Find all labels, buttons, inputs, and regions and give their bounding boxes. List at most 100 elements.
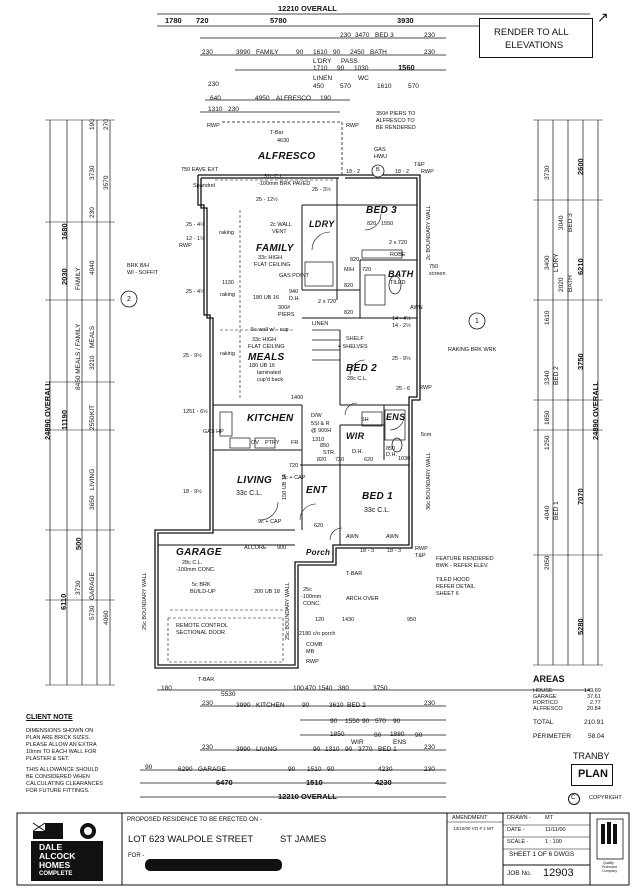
ann-tiled-hood: TILED HOOD xyxy=(436,577,470,583)
ann-arch-over: ARCH OVER xyxy=(346,596,379,602)
ann-awn-c: AWN xyxy=(410,305,423,311)
ann-linen: LINEN xyxy=(312,321,329,327)
left-dim-k: 3650 xyxy=(89,495,96,510)
ann-raking-1: raking xyxy=(219,230,234,236)
client-note-line-5: PLASTER & SET. xyxy=(26,756,70,762)
top-dim-r2-a: 230 xyxy=(340,32,351,39)
client-note-line-7: THIS ALLOWANCE SHOULD xyxy=(26,767,99,773)
left-dim-l: LIVING xyxy=(89,468,96,490)
right-dim-n: BED 1 xyxy=(553,501,560,520)
bottom-dim-r7-d: 90 xyxy=(288,766,296,773)
bottom-dim-r5-f: 90 xyxy=(415,732,423,739)
area-perimeter-label: PERIMETER xyxy=(533,733,571,740)
bottom-dim-r5-d: 1880 xyxy=(390,731,405,738)
right-dim-o: 2050 xyxy=(544,555,551,570)
bottom-dim-r6-g: 3770 xyxy=(358,746,373,753)
right-dim-k: 1850 xyxy=(544,410,551,425)
bottom-dim-r7-c: GARAGE xyxy=(198,766,226,773)
ann-180ub-1: 180 UB 16 xyxy=(253,295,279,301)
for-label: FOR - xyxy=(128,853,145,859)
ann-cupd-back: cup'd back xyxy=(257,377,284,383)
left-dim-p: 4060 xyxy=(103,610,110,625)
room-label-garage: GARAGE xyxy=(176,547,222,558)
ann-robe: ROBE xyxy=(390,252,406,258)
top-dim-r3-e: 1610 xyxy=(313,49,328,56)
top-dim-r7-d: 190 xyxy=(320,95,331,102)
top-dim-r2-c: BED 3 xyxy=(375,32,394,39)
company-name-2: ALCOCK xyxy=(39,851,76,861)
right-dim-g: BATH xyxy=(567,275,574,292)
ann-180ub-2: 180 UB 16 xyxy=(249,363,275,369)
area-perimeter-value: 58.04 xyxy=(588,733,605,740)
ann-18-9: 18 - 9½ xyxy=(183,489,202,495)
ann-620-b: 620 xyxy=(314,523,324,529)
top-dim-r3-i: 230 xyxy=(424,49,435,56)
ann-rwp-7: RWP xyxy=(306,659,319,665)
top-dim-r3-a: 230 xyxy=(202,49,213,56)
ann-dh-1: D.H. xyxy=(289,296,300,302)
ann-ptry: PTRY xyxy=(265,440,280,446)
ann-750: 750 xyxy=(429,264,439,270)
ann-820-b: 820 xyxy=(350,257,360,263)
family-ceiling-1: 33c HIGH xyxy=(258,255,283,261)
client-note-line-2: PLAN ARE BRICK SIZES. xyxy=(26,735,91,741)
ann-ov: OV xyxy=(251,440,259,446)
bottom-dim-r3-b: 3990 xyxy=(236,702,251,709)
ann-wall-cup: 5c wall w/ - cup xyxy=(251,327,289,333)
left-dim-meals-family: 8450 MEALS / FAMILY xyxy=(75,323,82,390)
plan-box-label: PLAN xyxy=(578,768,608,780)
ann-boundary-wall-3: 25c BOUNDARY WALL xyxy=(285,582,291,640)
room-label-ens: ENS xyxy=(386,412,406,422)
ann-5c-brk: 5c BRK xyxy=(192,582,211,588)
ann-14-4: 14 - 4½ xyxy=(392,316,411,322)
bottom-dim-r4-b: 1550 xyxy=(345,718,360,725)
company-name-4: COMPLETE xyxy=(39,871,73,877)
left-dim-o: GARAGE xyxy=(89,572,96,600)
top-dim-r7-c: ALFRESCO xyxy=(276,95,312,102)
ann-piers-2: ALFRESCO TO xyxy=(376,118,415,124)
area-garage-value: 37.61 xyxy=(587,694,601,700)
client-note-line-10: FOR FUTURE FITTINGS. xyxy=(26,788,90,794)
lot-suburb: ST JAMES xyxy=(280,834,327,845)
top-dim-r6-a: 230 xyxy=(208,81,219,88)
meals-ceiling-2: FLAT CEILING xyxy=(248,344,285,350)
top-dim-r6-b: 450 xyxy=(313,83,324,90)
bottom-dim-r3-f: BED 2 xyxy=(347,702,366,709)
ann-dh-2: D.H. xyxy=(352,449,363,455)
ann-str: STR. xyxy=(323,450,336,456)
ann-refer-detail: REFER DETAIL xyxy=(436,584,476,590)
right-dim-l: 1250 xyxy=(544,435,551,450)
top-overall-dim: 12210 OVERALL xyxy=(278,4,337,13)
ann-screen: screen xyxy=(429,271,446,277)
ann-25-12: 25 - 12½ xyxy=(256,197,278,203)
ann-eave: 750 EAVE EXT xyxy=(181,167,219,173)
scale-label: SCALE - xyxy=(507,839,529,845)
area-total-label: TOTAL xyxy=(533,719,554,726)
ann-sectional-door: SECTIONAL DOOR xyxy=(176,630,225,636)
left-dim-2030: 2030 xyxy=(60,268,69,285)
bottom-dim-r6-f: 90 xyxy=(345,746,353,753)
ann-2180: 2180 c/o porch xyxy=(299,631,336,637)
bottom-dim-r6-c: LIVING xyxy=(256,746,278,753)
right-dim-e: L'DRY xyxy=(553,253,560,272)
ann-piers-3: BE RENDERED xyxy=(376,125,416,131)
ann-9c-cap-a: 9c + CAP xyxy=(282,475,306,481)
render-note-box xyxy=(479,18,593,58)
bottom-overall-dim: 12210 OVERALL xyxy=(278,792,337,801)
top-dim-3930: 3930 xyxy=(397,16,414,25)
left-overall-dim: 24890 OVERALL xyxy=(43,381,52,440)
ann-300-piers: 300# xyxy=(278,305,291,311)
ann-build-up: BUILD-UP xyxy=(190,589,216,595)
room-label-family: FAMILY xyxy=(256,243,294,254)
top-dim-r2-b: 3470 xyxy=(355,32,370,39)
room-label-ent: ENT xyxy=(306,485,327,496)
ann-tp-b: T&P xyxy=(415,553,426,559)
ann-850-a: 850 xyxy=(320,443,330,449)
ann-1550: 1550 xyxy=(381,221,394,227)
bottom-dim-r6-a: 230 xyxy=(202,744,213,751)
ann-25-3: 25 - 3½ xyxy=(312,187,331,193)
bottom-dim-r7-g: 4230 xyxy=(378,766,393,773)
render-note-line-2: ELEVATIONS xyxy=(505,40,564,51)
ann-piers-txt: PIERS xyxy=(278,312,295,318)
